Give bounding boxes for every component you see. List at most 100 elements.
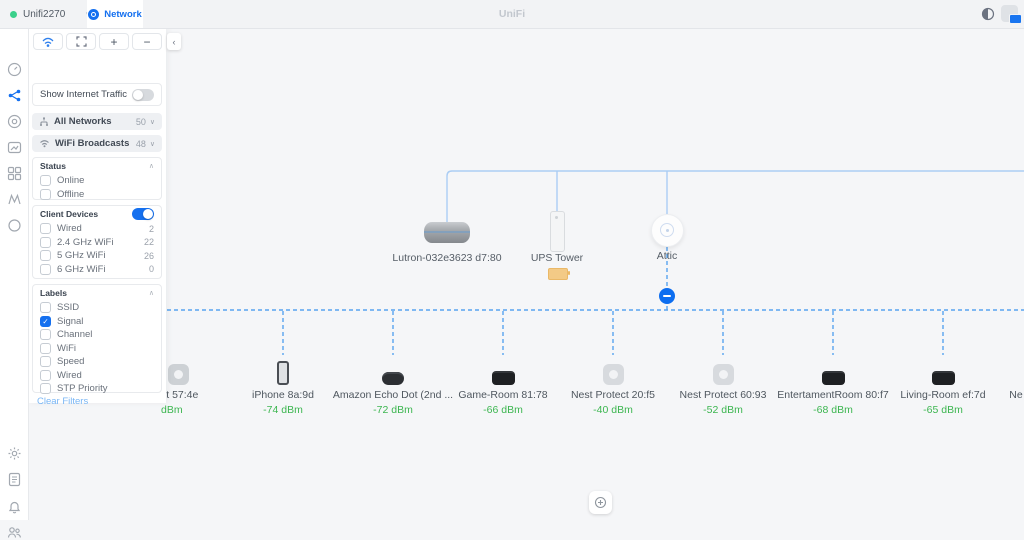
client-devices-toggle[interactable] — [132, 208, 154, 220]
insights-icon — [7, 193, 21, 204]
client-node[interactable]: Living-Room ef:7d-65 dBm — [878, 358, 1008, 416]
tab-label: Network — [104, 8, 142, 20]
nav-dashboard[interactable] — [6, 61, 22, 77]
client-node[interactable]: Game-Room 81:78-66 dBm — [438, 358, 568, 416]
client-node[interactable]: Ne — [951, 358, 1024, 401]
client-node[interactable]: Nest Protect 60:93-52 dBm — [658, 358, 788, 416]
collapse-node-button[interactable] — [659, 288, 675, 304]
checkbox[interactable] — [40, 342, 51, 354]
checkbox[interactable] — [40, 383, 51, 395]
access-point-device[interactable] — [651, 214, 684, 247]
checkbox[interactable] — [40, 329, 51, 341]
checkbox[interactable] — [40, 315, 51, 327]
option-label: Wired — [57, 223, 82, 235]
bell-icon — [8, 501, 20, 513]
echo-dot-icon — [382, 372, 404, 385]
client-node[interactable]: Amazon Echo Dot (2nd ...-72 dBm — [328, 358, 458, 416]
filter-option-channel[interactable]: Channel — [33, 328, 161, 342]
battery-low-icon — [548, 268, 570, 280]
chevron-up-icon[interactable]: ∧ — [148, 163, 154, 170]
wifi-broadcasts-selector[interactable]: WiFi Broadcasts 48 ∨ — [32, 135, 162, 152]
all-networks-selector[interactable]: All Networks 50 ∨ — [32, 113, 162, 130]
client-label: EntertamentRoom 80:f7 — [777, 389, 889, 401]
client-node[interactable]: EntertamentRoom 80:f7-68 dBm — [768, 358, 898, 416]
option-label: 5 GHz WiFi — [57, 250, 106, 262]
filter-option-stp-priority[interactable]: STP Priority — [33, 382, 161, 396]
nav-radios[interactable] — [6, 217, 22, 233]
recenter-button[interactable] — [589, 491, 612, 514]
filter-option-speed[interactable]: Speed — [33, 355, 161, 369]
minus-icon: − — [143, 34, 151, 49]
ups-tower-device[interactable] — [550, 211, 565, 252]
all-networks-label: All Networks — [54, 116, 112, 127]
internet-traffic-toggle[interactable] — [132, 88, 154, 101]
filter-option-online[interactable]: Online — [33, 174, 161, 188]
filter-option-wired[interactable]: Wired 2 — [33, 222, 161, 236]
filter-option-signal[interactable]: Signal — [33, 315, 161, 329]
fullscreen-button[interactable] — [66, 33, 96, 50]
option-label: Wired — [57, 369, 82, 381]
checkbox[interactable] — [40, 188, 51, 200]
filter-option-ssid[interactable]: SSID — [33, 301, 161, 315]
zoom-in-button[interactable]: + — [99, 33, 129, 50]
nav-topology[interactable] — [6, 87, 22, 103]
filter-option-offline[interactable]: Offline — [33, 188, 161, 202]
nav-insights[interactable] — [6, 191, 22, 207]
checkbox[interactable] — [40, 223, 51, 235]
filter-option-wifi[interactable]: WiFi — [33, 342, 161, 356]
option-count: 2 — [148, 223, 154, 234]
lutron-hub-device[interactable] — [424, 222, 470, 243]
option-label: 2.4 GHz WiFi — [57, 236, 114, 248]
panel-collapse-button[interactable]: ‹ — [167, 33, 181, 50]
client-node[interactable]: Nest Protect 20:f5-40 dBm — [548, 358, 678, 416]
labels-title: Labels — [40, 288, 67, 298]
clear-filters-link[interactable]: Clear Filters — [37, 396, 89, 407]
console-selector[interactable]: Unifi2270 ∨ — [10, 0, 91, 28]
checkbox[interactable] — [40, 302, 51, 314]
option-label: Channel — [57, 329, 93, 341]
filter-option-wired[interactable]: Wired — [33, 369, 161, 383]
tab-network[interactable]: Network — [87, 0, 143, 28]
client-label: Game-Room 81:78 — [458, 389, 548, 401]
topology-canvas[interactable] — [28, 28, 1024, 520]
nav-settings[interactable] — [6, 445, 22, 461]
nav-devices[interactable] — [6, 113, 22, 129]
client-label: Ne — [1009, 389, 1023, 401]
theme-toggle-button[interactable] — [981, 7, 995, 21]
status-title: Status — [40, 161, 66, 171]
nav-admins[interactable] — [6, 524, 22, 540]
checkbox[interactable] — [40, 369, 51, 381]
show-internet-traffic-row[interactable]: Show Internet Traffic — [32, 83, 162, 106]
client-label: Nest Protect 20:f5 — [570, 389, 656, 401]
device-label: UPS Tower — [530, 252, 584, 264]
dashboard-icon — [7, 62, 21, 76]
devices-icon — [7, 114, 21, 128]
checkbox[interactable] — [40, 236, 51, 248]
plus-icon: + — [110, 34, 118, 49]
top-bar: Unifi2270 ∨ Network UniFi — [0, 0, 1024, 29]
nav-system-log[interactable] — [6, 471, 22, 487]
checkbox[interactable] — [40, 175, 51, 187]
checkbox[interactable] — [40, 250, 51, 262]
console-status-icon — [10, 10, 17, 18]
show-internet-traffic-label: Show Internet Traffic — [40, 89, 127, 100]
user-avatar[interactable] — [1001, 5, 1022, 24]
wifi-coverage-icon — [42, 37, 54, 47]
window-title: UniFi — [498, 8, 526, 20]
nav-notifications[interactable] — [6, 498, 22, 514]
client-signal-label: -52 dBm — [703, 404, 743, 416]
contrast-icon — [981, 7, 995, 21]
checkbox[interactable] — [40, 356, 51, 368]
nav-clients[interactable] — [6, 165, 22, 181]
zoom-out-button[interactable]: − — [132, 33, 162, 50]
chevron-up-icon[interactable]: ∧ — [148, 290, 154, 297]
nav-floorplan[interactable] — [6, 139, 22, 155]
coverage-tool-button[interactable] — [33, 33, 63, 50]
checkbox[interactable] — [40, 263, 51, 275]
client-node[interactable]: iPhone 8a:9d-74 dBm — [218, 358, 348, 416]
